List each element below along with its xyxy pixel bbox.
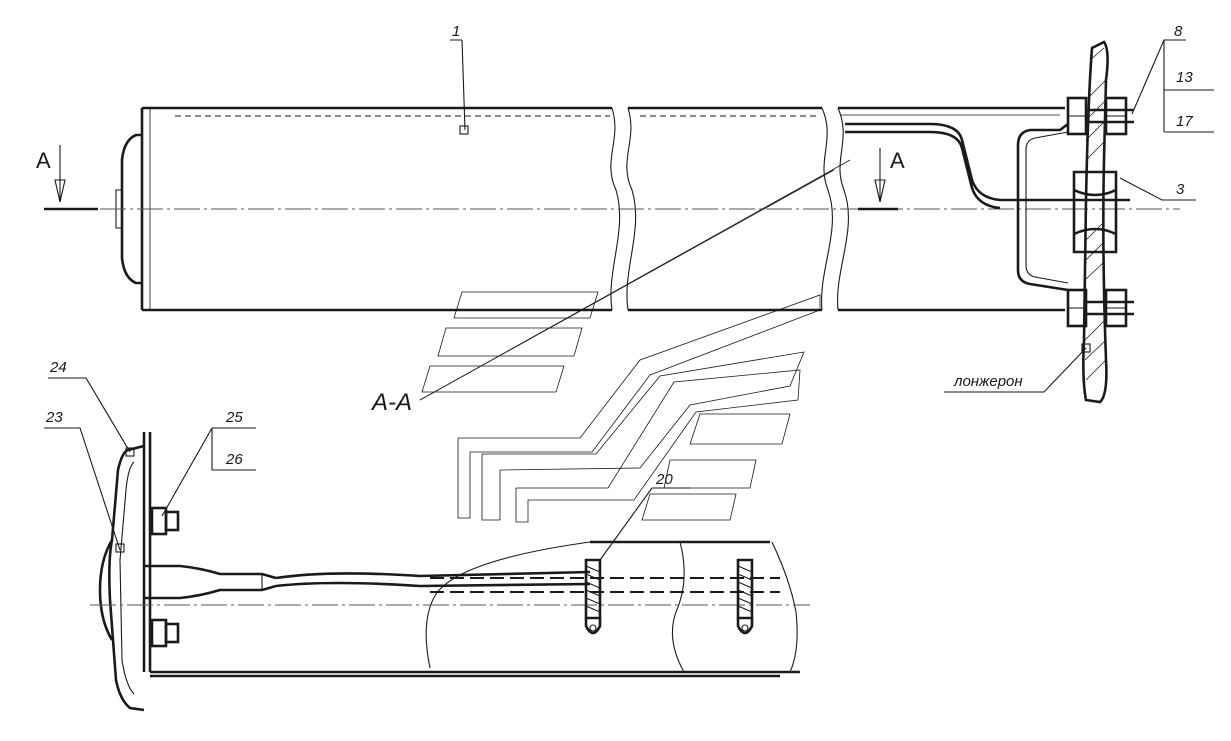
top-view: А А 1 8 13 17 3 лонжерон (36, 23, 1214, 404)
clip (736, 558, 754, 635)
position-label-17: 17 (1176, 113, 1193, 130)
flange-bolt-bottom (150, 618, 180, 648)
position-label-8: 8 (1174, 23, 1183, 40)
grommet (1072, 170, 1118, 254)
position-label-1: 1 (452, 23, 460, 40)
position-label-24: 24 (49, 359, 67, 376)
break-line (671, 541, 685, 673)
tube-section (150, 670, 800, 678)
break-line (610, 107, 621, 311)
bolt-top (1066, 96, 1134, 136)
wire (845, 122, 1130, 202)
section-label-a-right: А (890, 148, 905, 173)
lamp-body (108, 444, 145, 712)
position-label-13: 13 (1176, 69, 1193, 86)
position-label-23: 23 (45, 409, 63, 426)
bracket (1016, 122, 1069, 292)
break-line (820, 107, 833, 311)
lens (98, 539, 114, 641)
flange-bolt-top (150, 506, 180, 536)
section-label-a-left: А (36, 148, 51, 173)
tube-body (140, 106, 1065, 312)
wire (275, 570, 591, 580)
position-label-20: 20 (655, 471, 673, 488)
bolt-bottom (1066, 288, 1134, 328)
break-line (771, 541, 798, 673)
break-line (626, 107, 637, 311)
background-logo (419, 159, 851, 523)
flange-plate (142, 432, 152, 672)
connector (144, 564, 277, 600)
break-line (425, 541, 591, 669)
position-label-25: 25 (225, 409, 243, 426)
spar-label: лонжерон (953, 373, 1023, 390)
section-view: А-А 24 23 25 26 20 (44, 359, 810, 712)
position-label-26: 26 (225, 451, 243, 468)
clip (584, 558, 602, 635)
section-title: А-А (370, 389, 412, 416)
break-line (836, 107, 849, 311)
position-label-3: 3 (1176, 181, 1185, 198)
